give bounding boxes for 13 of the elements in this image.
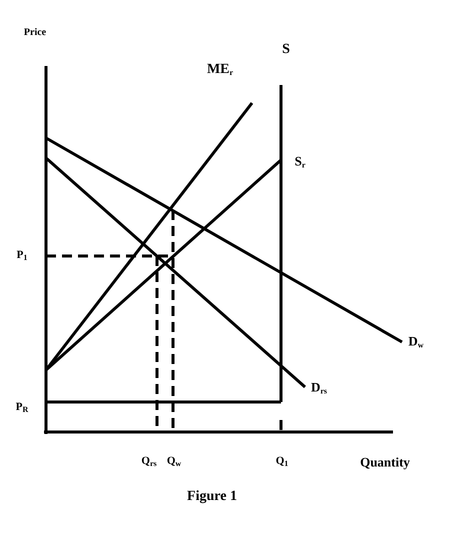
curve-label: D$_{rs}$ [310,380,328,396]
tick-label: P$_{R}$ [16,402,28,414]
caption: Figure 1 [187,490,237,504]
axis-label: Price [24,28,46,38]
tick-label: Q$_{rs}$ [141,456,157,468]
tick-label: Q$_{1}$ [276,456,288,468]
tick-label: Q$_{w}$ [166,456,182,468]
curve-label: S [282,43,290,57]
curve-label: ME$_{r}$ [206,63,234,77]
curve-label: S$_{r}$ [294,154,306,170]
curve-label: D$_{w}$ [408,334,424,350]
axis-label: Quantity [360,456,410,468]
tick-label: P$_{1}$ [16,250,28,262]
